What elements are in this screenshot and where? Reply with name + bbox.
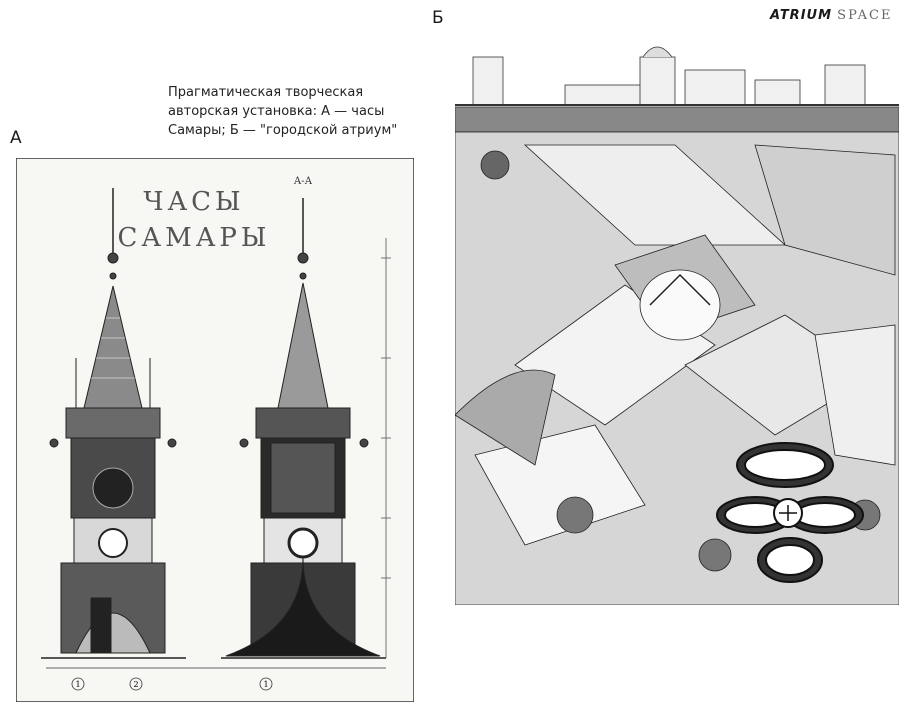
figure-b-label: Б [432,8,444,28]
axis-marker-1: 1 [75,680,80,689]
tower-facade [41,188,186,659]
dimension-scale [381,238,391,658]
brand-logo: ATRIUM SPACE [770,8,892,23]
drawing-title-line-1: ЧАСЫ [143,187,244,217]
atrium-complex [455,131,899,605]
tower-section [221,198,386,659]
caption-line-1: Прагматическая творческая [168,85,364,100]
figure-a-label: А [10,128,22,148]
brand-word-atrium: ATRIUM [770,8,833,23]
caption-line-2: авторская установка: А — часы [168,104,385,119]
axis-markers [46,667,386,691]
drawing-title-line-2: САМАРЫ [118,223,271,253]
axis-marker-2: 2 [133,680,138,689]
figure-caption: Прагматическая творческая авторская уста… [168,83,428,140]
clock-tower-drawing: ЧАСЫ САМАРЫ А-А [16,158,414,702]
section-mark: А-А [294,176,313,187]
axis-marker-3: 1 [263,680,268,689]
atrium-logo-emblem [716,442,864,583]
skyline [455,46,899,133]
brand-word-space: SPACE [837,8,893,23]
caption-line-3: Самары; Б — "городской атриум" [168,123,398,138]
city-atrium-drawing [455,35,899,605]
